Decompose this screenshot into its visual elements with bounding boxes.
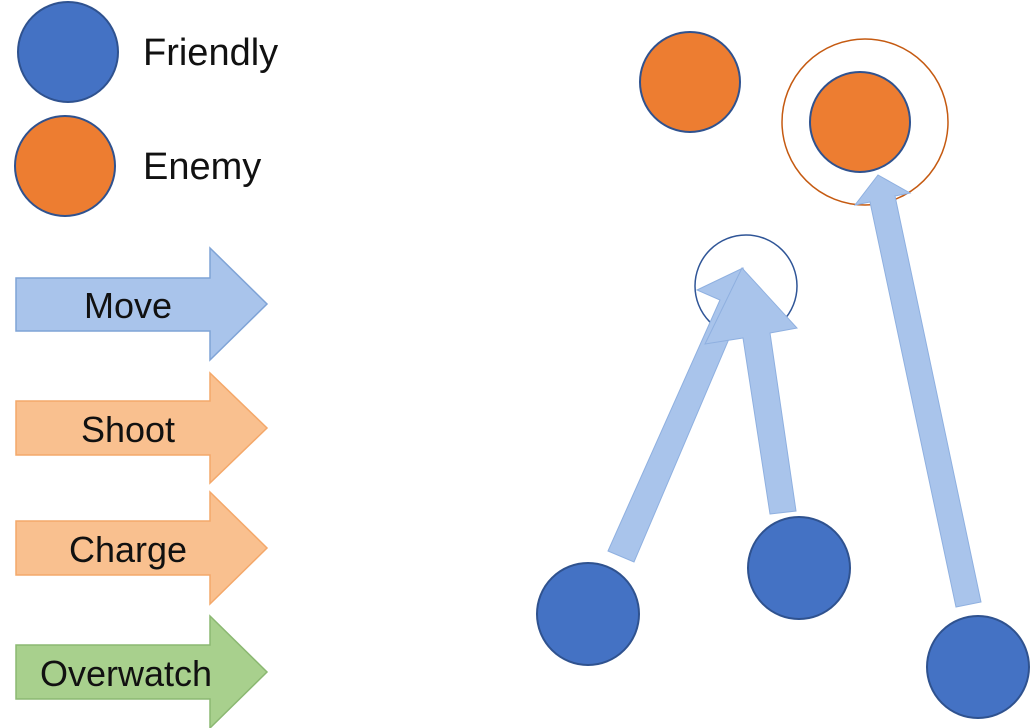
overwatch-legend-arrow: [15, 614, 269, 728]
shoot-legend-label: Shoot: [81, 409, 175, 450]
enemy-target-ring: [781, 38, 949, 206]
friendly-legend-label: Friendly: [143, 32, 278, 74]
friendly-units: [536, 516, 1030, 719]
friendly-unit: [926, 615, 1030, 719]
shoot-legend-arrow: [15, 371, 269, 485]
legend-actions: Move Shoot Charge Overwatch: [15, 246, 269, 728]
overwatch-legend-label: Overwatch: [40, 653, 212, 694]
move-arrow: [853, 174, 982, 608]
move-legend-arrow: [15, 246, 269, 362]
legend-units: Friendly Enemy: [14, 1, 278, 217]
charge-legend-label: Charge: [69, 529, 187, 570]
move-arrows: [607, 174, 982, 608]
enemy-unit: [809, 71, 911, 173]
enemy-unit: [639, 31, 741, 133]
friendly-unit: [747, 516, 851, 620]
friendly-legend-marker: [17, 1, 119, 103]
enemy-units: [639, 31, 911, 173]
charge-legend-arrow: [15, 490, 269, 606]
enemy-legend-label: Enemy: [143, 146, 261, 188]
move-arrow: [704, 267, 798, 515]
friendly-unit: [536, 562, 640, 666]
enemy-legend-marker: [14, 115, 116, 217]
move-legend-label: Move: [84, 285, 172, 326]
